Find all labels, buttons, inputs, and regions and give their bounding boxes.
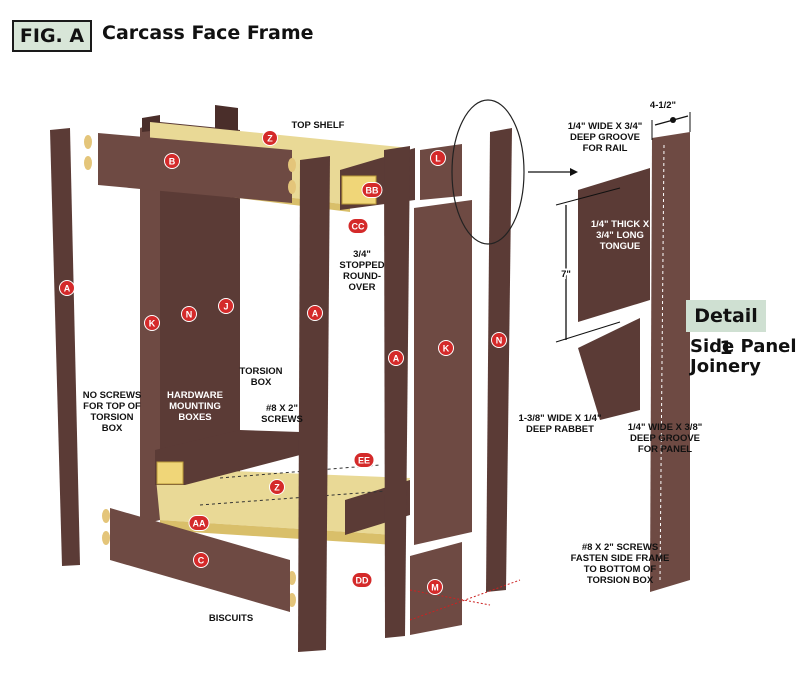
figure-title: Carcass Face Frame [102,22,314,44]
svg-text:#8 X 2": #8 X 2" [266,403,298,414]
detail-callout-circle [451,99,525,245]
label-top-shelf: TOP SHELF [292,120,345,131]
part-badge-ee: EE [353,452,375,468]
svg-text:BOX: BOX [102,423,123,434]
svg-text:FASTEN SIDE FRAME: FASTEN SIDE FRAME [571,553,670,564]
detail-1-drawing [555,112,691,592]
svg-text:FOR TOP OF: FOR TOP OF [83,401,141,412]
svg-text:TORSION: TORSION [239,366,282,377]
svg-text:NO SCREWS: NO SCREWS [83,390,142,401]
svg-text:FOR PANEL: FOR PANEL [638,444,692,455]
part-badge-k: K [438,340,454,356]
stile-j [486,128,512,592]
svg-text:BISCUITS: BISCUITS [209,613,253,624]
part-badge-z: Z [262,130,278,146]
part-badge-b: B [164,153,180,169]
svg-text:3/4" LONG: 3/4" LONG [596,230,644,241]
detail-title-line2: Joinery [690,356,761,377]
part-badge-cc: CC [347,218,369,234]
part-badge-aa: AA [188,515,210,531]
svg-text:TONGUE: TONGUE [600,241,640,252]
svg-text:SCREWS: SCREWS [261,414,303,425]
callout-labels: TOP SHELF 3/4" STOPPED ROUND- OVER TORSI… [83,100,703,624]
detail-label: Detail 1 [686,300,766,359]
part-badge-a: A [59,280,75,296]
svg-text:OVER: OVER [349,282,376,293]
part-badge-j: J [218,298,234,314]
svg-text:Z: Z [274,482,280,492]
part-badge-z: Z [269,479,285,495]
svg-text:J: J [223,301,228,311]
svg-text:TO BOTTOM OF: TO BOTTOM OF [584,564,657,575]
part-badge-n: N [181,306,197,322]
svg-text:B: B [169,156,176,166]
torsion-box [155,430,410,545]
svg-text:EE: EE [358,455,370,465]
svg-text:DD: DD [356,575,369,585]
svg-text:AA: AA [193,518,206,528]
part-badge-dd: DD [351,572,373,588]
svg-text:BOX: BOX [251,377,272,388]
part-badge-n: N [491,332,507,348]
svg-text:BOXES: BOXES [178,412,211,423]
svg-text:BB: BB [366,185,379,195]
svg-text:M: M [431,582,439,592]
svg-text:STOPPED: STOPPED [339,260,384,271]
svg-text:DEEP RABBET: DEEP RABBET [526,424,594,435]
svg-text:DEEP GROOVE: DEEP GROOVE [570,132,640,143]
svg-text:K: K [443,343,450,353]
svg-text:ROUND-: ROUND- [343,271,381,282]
svg-text:7": 7" [561,269,571,280]
rail-b [98,133,292,203]
svg-text:DEEP GROOVE: DEEP GROOVE [630,433,700,444]
detail-title-line1: Side Panel [690,336,797,357]
detail-title: Side Panel Joinery [690,337,797,377]
figure-label: FIG. A [12,20,92,52]
part-badge-m: M [427,579,443,595]
svg-text:CC: CC [352,221,365,231]
svg-text:#8 X 2" SCREWS: #8 X 2" SCREWS [582,542,658,553]
part-badge-bb: BB [361,182,383,198]
svg-text:N: N [496,335,503,345]
svg-text:3/4": 3/4" [353,249,371,260]
part-badge-c: C [193,552,209,568]
svg-text:TORSION: TORSION [90,412,133,423]
part-badge-a: A [307,305,323,321]
svg-text:A: A [312,308,319,318]
svg-text:K: K [149,318,156,328]
part-badge-l: L [430,150,446,166]
panel-n [414,200,472,545]
svg-text:MOUNTING: MOUNTING [169,401,221,412]
stile-k [384,146,410,638]
svg-text:L: L [435,153,441,163]
stile-a-front [298,156,330,652]
svg-text:HARDWARE: HARDWARE [167,390,223,401]
svg-text:1/4" WIDE X 3/8": 1/4" WIDE X 3/8" [628,422,702,433]
svg-text:FOR RAIL: FOR RAIL [583,143,628,154]
svg-text:A: A [393,353,400,363]
svg-text:N: N [186,309,193,319]
part-badge-a: A [388,350,404,366]
back-side-frame [140,105,240,525]
svg-text:Z: Z [267,133,273,143]
svg-text:1/4" THICK X: 1/4" THICK X [591,219,650,230]
svg-text:1-3/8" WIDE X 1/4": 1-3/8" WIDE X 1/4" [519,413,602,424]
stile-a-left [50,128,80,566]
svg-text:1/4" WIDE X 3/4": 1/4" WIDE X 3/4" [568,121,642,132]
svg-text:TORSION BOX: TORSION BOX [587,575,654,586]
svg-text:4-1/2": 4-1/2" [650,100,676,111]
svg-text:C: C [198,555,205,565]
part-badge-k: K [144,315,160,331]
svg-text:A: A [64,283,71,293]
